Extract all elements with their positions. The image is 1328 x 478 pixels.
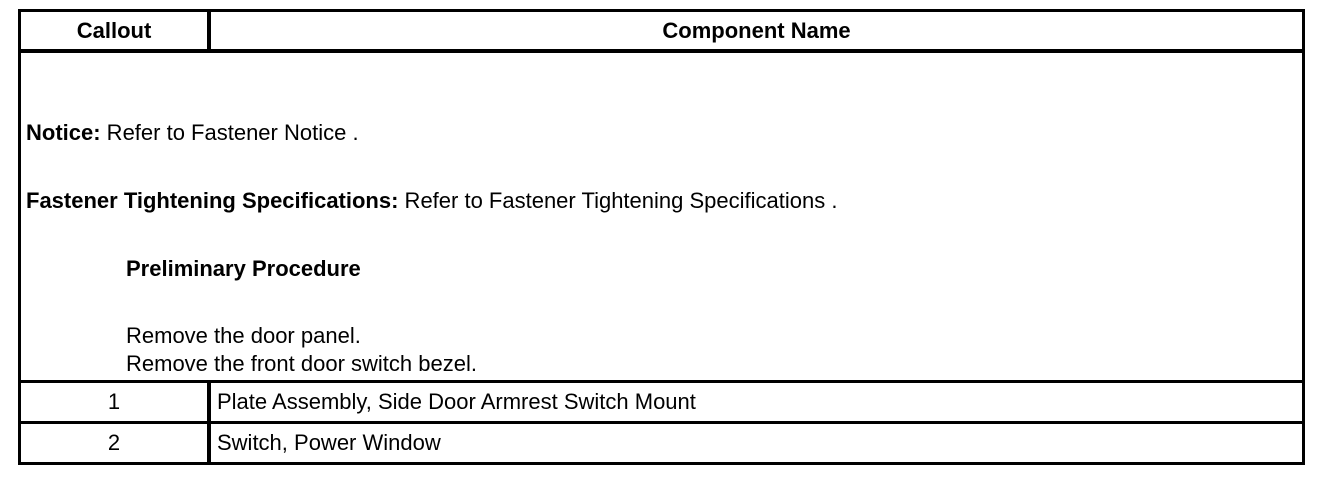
row-component-name: Switch, Power Window — [217, 430, 441, 455]
header-callout: Callout — [21, 12, 211, 49]
notes-section: Notice: Refer to Fastener Notice . Faste… — [21, 53, 1302, 383]
table-row: 2 Switch, Power Window — [21, 424, 1302, 462]
component-table: Callout Component Name Notice: Refer to … — [18, 9, 1305, 465]
fastener-spec-label: Fastener Tightening Specifications: — [26, 188, 399, 213]
header-component-name: Component Name — [662, 17, 851, 43]
notice-line: Notice: Refer to Fastener Notice . — [26, 120, 359, 146]
row-callout: 1 — [21, 383, 211, 421]
fastener-spec-line: Fastener Tightening Specifications: Refe… — [26, 188, 837, 214]
procedure-step: Remove the front door switch bezel. — [126, 351, 477, 376]
preliminary-procedure-heading: Preliminary Procedure — [126, 256, 361, 281]
table-row: 1 Plate Assembly, Side Door Armrest Swit… — [21, 383, 1302, 424]
fastener-spec-text: Refer to Fastener Tightening Specificati… — [398, 188, 838, 213]
row-callout: 2 — [21, 424, 211, 462]
table-header: Callout Component Name — [21, 12, 1302, 53]
notice-label: Notice: — [26, 120, 101, 145]
row-component-name: Plate Assembly, Side Door Armrest Switch… — [217, 389, 696, 414]
notice-text: Refer to Fastener Notice . — [100, 120, 359, 145]
procedure-step: Remove the door panel. — [126, 323, 361, 348]
